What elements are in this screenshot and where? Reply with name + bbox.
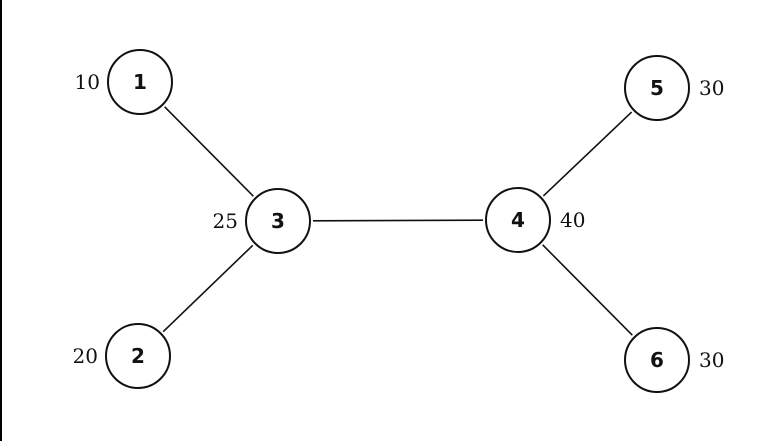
- node-weight: 10: [75, 70, 100, 94]
- node-circle: [245, 188, 311, 254]
- node-2: 2: [105, 323, 171, 389]
- node-weight: 30: [699, 76, 724, 100]
- edge-3-4: [312, 219, 484, 222]
- node-5: 5: [624, 55, 690, 121]
- node-circle: [485, 187, 551, 253]
- edge-4-5: [542, 111, 633, 197]
- node-4: 4: [485, 187, 551, 253]
- node-circle: [105, 323, 171, 389]
- node-weight: 30: [699, 348, 724, 372]
- node-label: 1: [133, 70, 147, 94]
- node-weight: 20: [73, 344, 98, 368]
- node-label: 2: [131, 344, 145, 368]
- node-weight: 40: [560, 208, 585, 232]
- edge-4-6: [542, 244, 633, 336]
- node-weight: 25: [213, 209, 238, 233]
- node-label: 4: [511, 208, 525, 232]
- node-circle: [624, 327, 690, 393]
- node-circle: [624, 55, 690, 121]
- edge-1-3: [164, 106, 254, 197]
- node-circle: [107, 49, 173, 115]
- node-label: 5: [650, 76, 664, 100]
- edge-2-3: [162, 244, 254, 333]
- node-label: 3: [271, 209, 285, 233]
- node-label: 6: [650, 348, 664, 372]
- node-6: 6: [624, 327, 690, 393]
- node-1: 1: [107, 49, 173, 115]
- node-3: 3: [245, 188, 311, 254]
